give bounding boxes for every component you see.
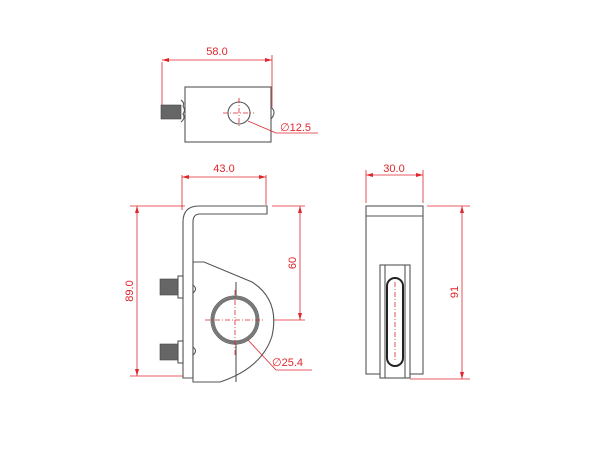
- upper-stud: [159, 278, 179, 296]
- l-bracket: [182, 205, 268, 379]
- front-view: 43.0 89.0 60 ∅25: [124, 163, 312, 383]
- side-width-dimension: 30.0: [383, 163, 404, 175]
- lower-stud: [159, 343, 179, 361]
- threaded-stud: [160, 104, 182, 120]
- side-height-dimension: 91: [449, 286, 461, 298]
- top-width-dimension: 58.0: [206, 46, 227, 58]
- tube-diameter-dimension: ∅25.4: [272, 357, 303, 369]
- top-view: 58.0 ∅12.5: [160, 46, 318, 143]
- top-hole-diameter-dimension: ∅12.5: [280, 122, 311, 134]
- front-height-dimension: 89.0: [124, 280, 136, 301]
- side-view: 30.0 91: [365, 163, 470, 380]
- front-width-dimension: 43.0: [213, 163, 234, 175]
- front-center-height-dimension: 60: [287, 257, 299, 269]
